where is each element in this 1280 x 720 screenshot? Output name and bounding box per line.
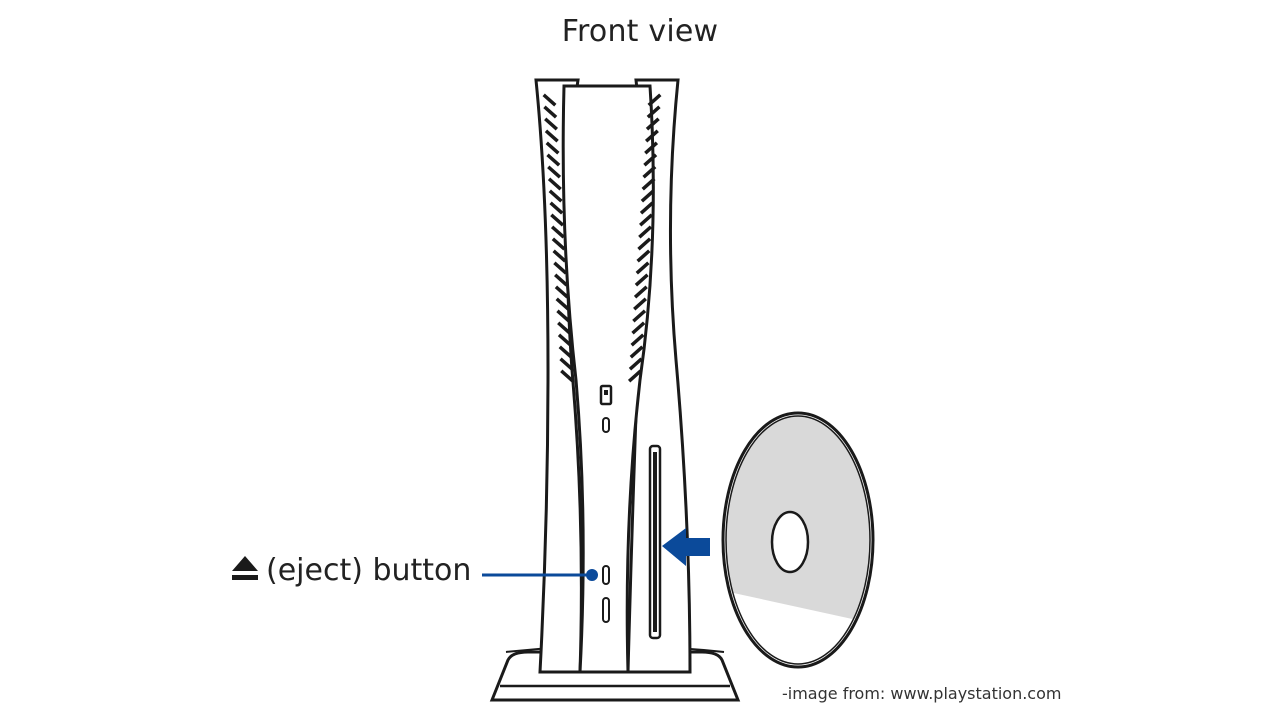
vent-slat (627, 369, 642, 383)
disc (721, 411, 875, 669)
eject-callout-label: (eject) button (266, 553, 472, 588)
vent-slat (554, 273, 568, 287)
eject-button-hardware (602, 565, 610, 585)
vent-slat (638, 225, 653, 239)
vent-slat (637, 237, 652, 251)
vent-slat (554, 285, 569, 299)
vent-slat (642, 165, 657, 179)
vent-slat (549, 201, 564, 215)
vent-slat (639, 213, 653, 227)
vent-slat (544, 117, 559, 131)
vent-slat (634, 273, 649, 287)
vent-slat (544, 129, 559, 143)
vent-slat (633, 285, 648, 299)
vent-slat (555, 297, 570, 311)
vent-slat (552, 249, 567, 263)
vent-slat (551, 237, 566, 251)
vent-slat (647, 93, 662, 107)
vent-slat (559, 357, 574, 371)
vent-slat (548, 189, 563, 203)
vent-slat (553, 261, 568, 275)
vent-slat (643, 153, 658, 167)
usb-c-port-bottom (602, 597, 610, 623)
vent-slat (542, 93, 557, 107)
vent-slat (546, 153, 561, 167)
vent-slat (628, 357, 643, 371)
image-credit: -image from: www.playstation.com (782, 684, 1062, 703)
vent-slat (632, 309, 647, 323)
vent-slat (547, 165, 562, 179)
vent-slat (644, 129, 659, 143)
vent-slat (635, 261, 650, 275)
vent-slat (631, 321, 646, 335)
vent-slat (560, 369, 575, 383)
disc-slot (648, 444, 662, 640)
vent-slat (644, 141, 659, 155)
vent-slat (557, 333, 572, 347)
vent-slat (550, 225, 565, 239)
vent-slat (639, 201, 654, 215)
right-vent-grille (627, 93, 662, 383)
vent-slat (636, 249, 651, 263)
vent-slat (629, 345, 644, 359)
vent-slat (556, 309, 571, 323)
usb-port (599, 384, 613, 406)
vent-slat (633, 297, 648, 311)
vent-slat (558, 345, 573, 359)
usb-c-port-top (602, 417, 610, 433)
left-vent-grille (542, 93, 575, 383)
vent-slat (545, 141, 560, 155)
vent-slat (630, 333, 645, 347)
eject-callout: (eject) button (230, 553, 471, 590)
vent-slat (557, 321, 572, 335)
vent-slat (640, 189, 655, 203)
insert-arrow-icon (662, 528, 710, 566)
eject-icon (230, 554, 260, 590)
vent-slat (547, 177, 562, 191)
vent-slat (646, 105, 661, 119)
vent-slat (543, 105, 558, 119)
vent-slat (641, 177, 656, 191)
diagram-title: Front view (561, 14, 719, 49)
vent-slat (550, 213, 565, 227)
eject-callout-leader (482, 569, 598, 581)
vent-slat (645, 117, 660, 131)
